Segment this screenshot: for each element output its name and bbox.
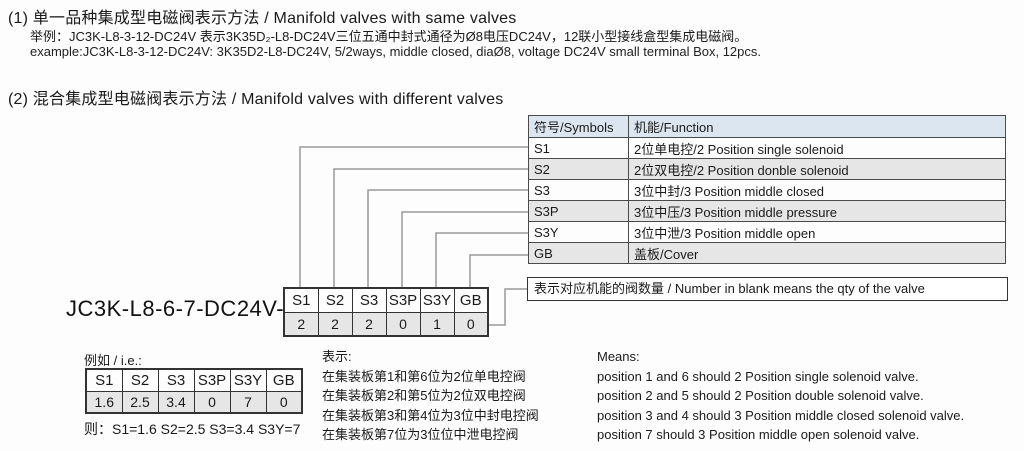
- table-row: S2 2位双电控/2 Position donble solenoid: [528, 158, 1006, 180]
- table-row: S3P 3位中压/3 Position middle pressure: [528, 200, 1006, 222]
- example-header: S3: [157, 368, 195, 392]
- qty-grid-header: S3P: [385, 287, 421, 313]
- meaning-cn-line: 在集装板第7位为3位位中泄电控阀: [322, 427, 519, 442]
- meaning-chinese-block: 表示: 在集装板第1和第6位为2位单电控阀 在集装板第2和第5位为2位双电控阀 …: [322, 347, 539, 445]
- qty-grid-header: S2: [317, 287, 353, 313]
- meaning-en-line: position 2 and 5 should 2 Position doubl…: [597, 388, 924, 403]
- qty-grid-value: 2: [283, 311, 319, 337]
- qty-grid-header: GB: [453, 287, 489, 313]
- qty-grid-header: S3: [351, 287, 387, 313]
- section2-title: (2) 混合集成型电磁阀表示方法 / Manifold valves with …: [8, 91, 504, 108]
- qty-note-box: 表示对应机能的阀数量 / Number in blank means the q…: [527, 277, 1008, 301]
- symbol-cell: S3P: [528, 200, 629, 222]
- example-value: 0: [265, 390, 303, 414]
- function-cell: 2位单电控/2 Position single solenoid: [628, 137, 1006, 159]
- meaning-english-block: Means: position 1 and 6 should 2 Positio…: [597, 347, 964, 445]
- qty-grid-value: 0: [453, 311, 489, 337]
- example-header: S1: [85, 368, 123, 392]
- table-header-row: 符号/Symbols 机能/Function: [528, 115, 1006, 138]
- header-function: 机能/Function: [628, 115, 1006, 138]
- example-header: S3Y: [229, 368, 267, 392]
- function-cell: 2位双电控/2 Position donble solenoid: [628, 158, 1006, 180]
- example-result: 则：S1=1.6 S2=2.5 S3=3.4 S3Y=7: [84, 421, 301, 437]
- meaning-en-title: Means:: [597, 349, 640, 364]
- symbol-cell: GB: [528, 242, 629, 264]
- qty-grid: S1 S2 S3 S3P S3Y GB 2 2 2 0 1 0: [283, 287, 489, 337]
- symbol-cell: S3Y: [528, 221, 629, 243]
- example-value: 7: [229, 390, 267, 414]
- meaning-cn-line: 在集装板第2和第5位为2位双电控阀: [322, 388, 526, 403]
- qty-grid-header: S3Y: [419, 287, 455, 313]
- section1-example-chinese: 举例：JC3K-L8-3-12-DC24V 表示3K35D₂-L8-DC24V三…: [30, 29, 748, 44]
- function-cell: 盖板/Cover: [628, 242, 1006, 264]
- example-value: 3.4: [157, 390, 195, 414]
- qty-grid-value: 2: [351, 311, 387, 337]
- meaning-en-line: position 1 and 6 should 2 Position singl…: [597, 368, 919, 384]
- meaning-cn-title: 表示:: [322, 349, 352, 364]
- function-cell: 3位中压/3 Position middle pressure: [628, 200, 1006, 222]
- table-row: S1 2位单电控/2 Position single solenoid: [528, 137, 1006, 159]
- table-row: S3 3位中封/3 Position middle closed: [528, 179, 1006, 201]
- meaning-en-line: position 7 should 3 Position middle open…: [597, 427, 920, 442]
- example-header: S2: [121, 368, 159, 392]
- function-cell: 3位中封/3 Position middle closed: [628, 179, 1006, 201]
- meaning-cn-line: 在集装板第1和第6位为2位单电控阀: [322, 368, 526, 384]
- example-value: 1.6: [85, 390, 123, 414]
- example-value: 0: [193, 390, 231, 414]
- symbol-cell: S3: [528, 179, 629, 201]
- meaning-en-line: position 3 and 4 should 3 Position middl…: [597, 407, 965, 423]
- example-header-row: S1 S2 S3 S3P S3Y GB: [85, 368, 303, 392]
- qty-grid-header-row: S1 S2 S3 S3P S3Y GB: [283, 287, 489, 313]
- model-code: JC3K-L8-6-7-DC24V-: [66, 296, 285, 321]
- qty-grid-header: S1: [283, 287, 319, 313]
- symbol-cell: S2: [528, 158, 629, 180]
- header-symbols: 符号/Symbols: [528, 115, 629, 138]
- example-value: 2.5: [121, 390, 159, 414]
- meaning-cn-line: 在集装板第3和第4位为3位中封电控阀: [322, 407, 539, 423]
- function-cell: 3位中泄/3 Position middle open: [628, 221, 1006, 243]
- example-header: GB: [265, 368, 303, 392]
- symbol-cell: S1: [528, 137, 629, 159]
- example-value-row: 1.6 2.5 3.4 0 7 0: [85, 390, 303, 414]
- section1-example-english: example:JC3K-L8-3-12-DC24V: 3K35D2-L8-DC…: [30, 44, 761, 59]
- qty-grid-value: 0: [385, 311, 421, 337]
- example-label: 例如 / i.e.:: [84, 353, 142, 368]
- qty-grid-value-row: 2 2 2 0 1 0: [283, 311, 489, 337]
- section1-title: (1) 单一品种集成型电磁阀表示方法 / Manifold valves wit…: [8, 10, 517, 27]
- table-row: S3Y 3位中泄/3 Position middle open: [528, 221, 1006, 243]
- table-row: GB 盖板/Cover: [528, 242, 1006, 264]
- qty-grid-value: 2: [317, 311, 353, 337]
- example-table: S1 S2 S3 S3P S3Y GB 1.6 2.5 3.4 0 7 0: [85, 368, 303, 414]
- symbols-function-table: 符号/Symbols 机能/Function S1 2位单电控/2 Positi…: [528, 115, 1006, 264]
- qty-grid-value: 1: [419, 311, 455, 337]
- example-header: S3P: [193, 368, 231, 392]
